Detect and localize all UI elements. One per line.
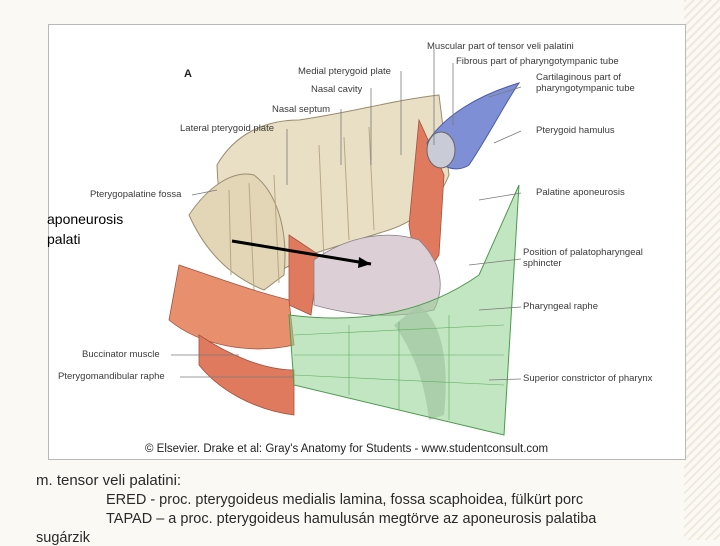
anatomy-illustration <box>168 49 522 436</box>
label-nasal-septum: Nasal septum <box>272 104 331 115</box>
label-pterygomandibular-raphe: Pterygomandibular raphe <box>58 371 165 382</box>
insertion-line: TAPAD – a proc. pterygoideus hamulusán m… <box>106 511 597 527</box>
anatomy-figure: A Muscular part of tensor veli palatini … <box>48 24 686 460</box>
background-stripes <box>684 0 720 540</box>
aponeurosis-overlay-label: aponeurosis palati <box>47 211 124 247</box>
label-fibrous-part: Fibrous part of pharyngotympanic tube <box>456 56 619 67</box>
label-superior-constrictor: Superior constrictor of pharynx <box>523 373 653 384</box>
insertion-line-tail: sugárzik <box>36 530 90 546</box>
label-pterygopalatine-fossa: Pterygopalatine fossa <box>90 189 182 200</box>
label-cartilaginous-part: Cartilaginous part of pharyngotympanic t… <box>536 72 635 94</box>
label-pharyngeal-raphe: Pharyngeal raphe <box>523 301 598 312</box>
label-nasal-cavity: Nasal cavity <box>311 84 363 95</box>
label-muscular-part: Muscular part of tensor veli palatini <box>427 41 574 52</box>
label-lateral-plate: Lateral pterygoid plate <box>180 123 275 134</box>
figure-credit: © Elsevier. Drake et al: Gray's Anatomy … <box>145 443 549 455</box>
label-pterygoid-hamulus: Pterygoid hamulus <box>536 125 615 136</box>
origin-line: ERED - proc. pterygoideus medialis lamin… <box>106 492 584 508</box>
label-palatopharyngeal-sphincter: Position of palatopharyngeal sphincter <box>523 247 643 269</box>
label-medial-plate: Medial pterygoid plate <box>298 66 391 77</box>
label-buccinator: Buccinator muscle <box>82 349 160 360</box>
muscle-heading: m. tensor veli palatini: <box>36 472 182 489</box>
panel-letter: A <box>184 68 192 80</box>
label-palatine-aponeurosis: Palatine aponeurosis <box>536 187 625 198</box>
